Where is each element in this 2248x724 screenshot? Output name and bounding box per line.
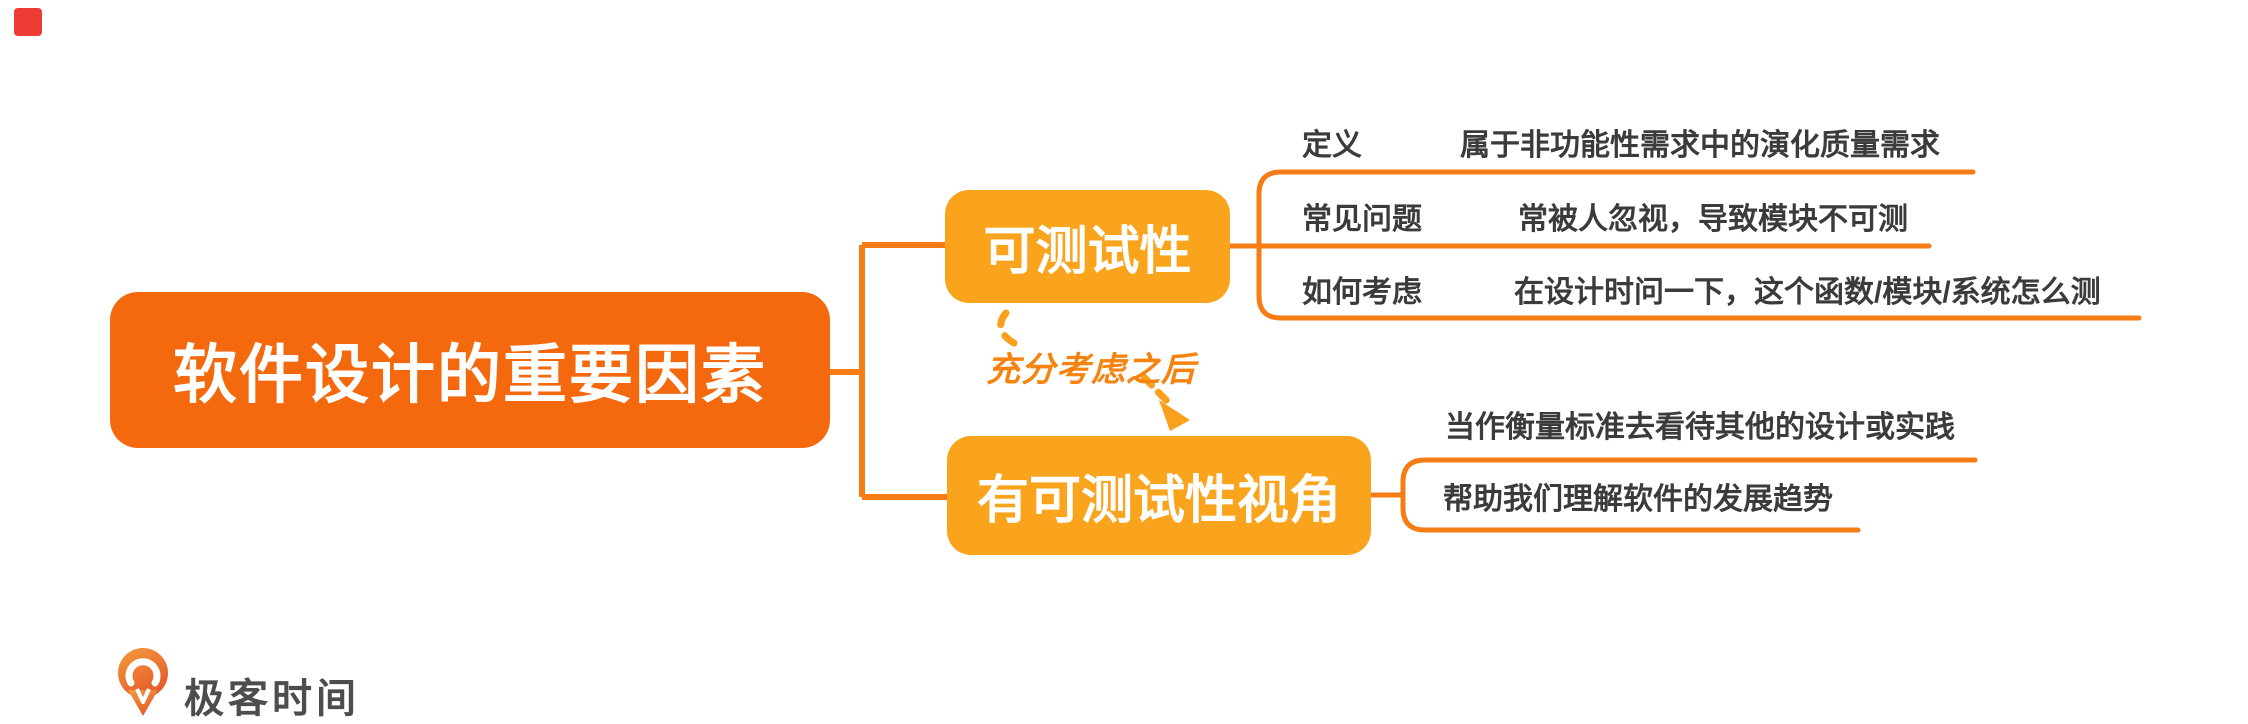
branch-topic-testability[interactable]: 可测试性 [945,190,1230,303]
geektime-logo-text: 极客时间 [184,677,360,721]
row-definition-label[interactable]: 定义 [1302,129,1362,162]
row-how-to-consider-value[interactable]: 在设计时问一下，这个函数/模块/系统怎么测 [1514,276,2101,309]
geektime-logo: 极客时间 [116,646,536,722]
root-topic-label: 软件设计的重要因素 [173,339,767,411]
corner-marker [14,8,42,36]
row-common-problem-value[interactable]: 常被人忽视，导致模块不可测 [1518,203,1908,236]
relationship-annotation[interactable]: 充分考虑之后 [986,351,1196,389]
row-common-problem-label[interactable]: 常见问题 [1302,203,1422,236]
row-understand-trend-value[interactable]: 帮助我们理解软件的发展趋势 [1443,483,1833,516]
branch-topic-perspective[interactable]: 有可测试性视角 [947,436,1371,555]
branch-topic-perspective-label: 有可测试性视角 [976,472,1341,530]
arrowhead-icon [1159,400,1190,431]
branch-topic-testability-label: 可测试性 [983,223,1192,281]
root-branch-connector [830,242,947,500]
row-definition-value[interactable]: 属于非功能性需求中的演化质量需求 [1460,129,1940,162]
row-how-to-consider-label[interactable]: 如何考虑 [1302,276,1422,309]
root-topic[interactable]: 软件设计的重要因素 [110,292,830,448]
row-measure-standard-value[interactable]: 当作衡量标准去看待其他的设计或实践 [1445,411,1955,444]
